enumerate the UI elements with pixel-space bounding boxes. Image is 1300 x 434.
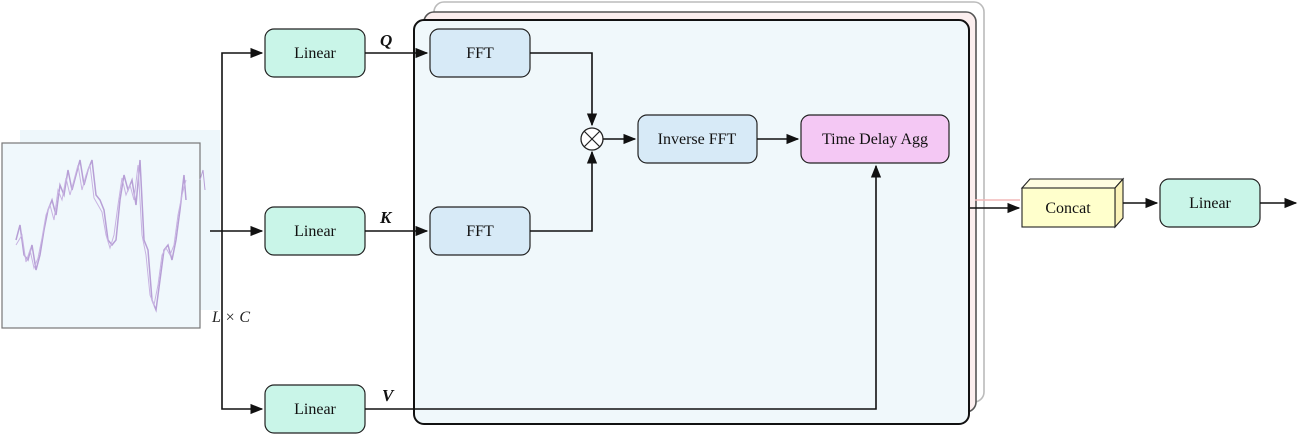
inverse-fft-label: Inverse FFT [658, 131, 737, 148]
linear-out-node: Linear [1159, 178, 1261, 228]
input-series-line-2 [15, 164, 187, 307]
k-label: K [379, 208, 393, 227]
linear-k-node: Linear [264, 206, 366, 256]
edge-input-to-linear-q [221, 47, 264, 231]
time-delay-agg-label: Time Delay Agg [822, 131, 928, 148]
fft-k-node: FFT [429, 206, 531, 256]
linear-q-label: Linear [294, 45, 336, 62]
input-series-line [15, 159, 187, 313]
q-label: Q [380, 31, 392, 50]
edge-fft-q-to-multiply [530, 52, 598, 127]
fft-q-label: FFT [466, 45, 494, 62]
linear-v-label: Linear [294, 401, 336, 418]
fft-q-node: FFT [429, 28, 531, 78]
concat-node: Concat [1020, 177, 1125, 229]
time-delay-agg-node: Time Delay Agg [800, 114, 950, 164]
v-label: V [382, 386, 395, 405]
fft-k-label: FFT [466, 223, 494, 240]
edge-input-to-linear-v [221, 231, 264, 415]
linear-out-label: Linear [1189, 195, 1231, 212]
edge-fft-k-to-multiply [530, 150, 598, 232]
input-series-panel [1, 130, 220, 329]
linear-k-label: Linear [294, 223, 336, 240]
concat-label: Concat [1045, 200, 1091, 217]
linear-q-node: Linear [264, 28, 366, 78]
multiply-node [580, 127, 604, 151]
edge-linear-v-to-time-delay [365, 164, 882, 410]
linear-v-node: Linear [264, 384, 366, 434]
input-dim-label: L × C [211, 309, 250, 326]
inverse-fft-node: Inverse FFT [637, 114, 758, 164]
